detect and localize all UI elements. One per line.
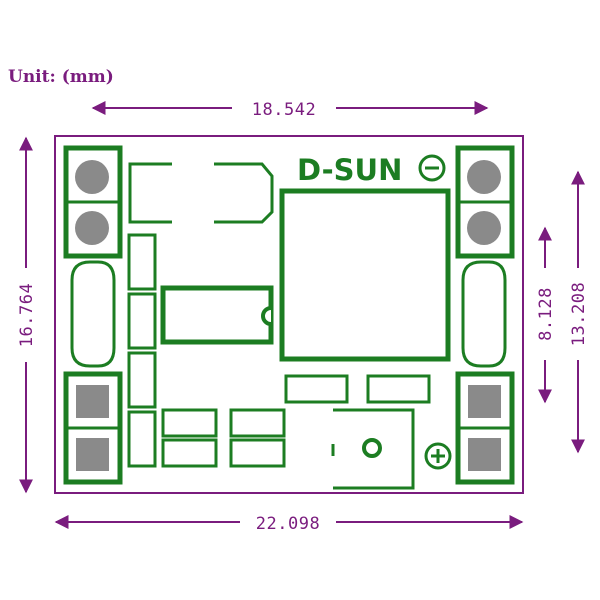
right-bracket-outline [214, 162, 274, 224]
pot-knob [362, 438, 382, 458]
pad-hole [467, 160, 501, 194]
right-inner-dimension: 8.128 [536, 226, 556, 404]
square-pad [468, 385, 501, 418]
board-height-label: 16.764 [17, 283, 37, 347]
top-left-terminal [63, 145, 123, 259]
right-capacitor-outline [461, 260, 507, 368]
brand-label: D-SUN [297, 153, 402, 187]
square-pad [76, 385, 109, 418]
pad-hole [467, 211, 501, 245]
board-width-dimension: 22.098 [54, 514, 524, 534]
smd-cap-a [161, 408, 218, 438]
left-capacitor-outline [70, 260, 116, 368]
smd-resistor-b [366, 374, 431, 404]
bottom-right-terminal [455, 371, 515, 485]
top-right-terminal [455, 145, 515, 259]
board-width-label: 22.098 [256, 514, 320, 534]
unit-label: Unit: (mm) [8, 67, 114, 87]
resistor-2 [127, 292, 157, 350]
potentiometer [331, 408, 415, 490]
minus-terminal-icon [418, 154, 446, 182]
ic-chip [160, 285, 274, 345]
top-width-label: 18.542 [252, 100, 316, 120]
resistor-1 [127, 233, 157, 291]
plus-terminal-icon [424, 442, 452, 470]
board-height-dimension: 16.764 [17, 136, 37, 494]
smd-cap-c [229, 408, 286, 438]
resistor-3 [127, 351, 157, 409]
resistor-4 [127, 410, 157, 468]
right-inner-label: 8.128 [536, 287, 556, 341]
square-pad [468, 438, 501, 471]
right-outer-label: 13.208 [569, 282, 589, 346]
square-pad [76, 438, 109, 471]
pad-hole [75, 211, 109, 245]
right-outer-dimension: 13.208 [569, 170, 589, 454]
smd-resistor-a [284, 374, 349, 404]
main-inductor [279, 188, 451, 362]
bottom-left-terminal [63, 371, 123, 485]
top-width-dimension: 18.542 [91, 100, 489, 120]
smd-cap-b [161, 438, 218, 468]
smd-cap-d [229, 438, 286, 468]
left-bracket-outline [128, 162, 172, 224]
pad-hole [75, 160, 109, 194]
